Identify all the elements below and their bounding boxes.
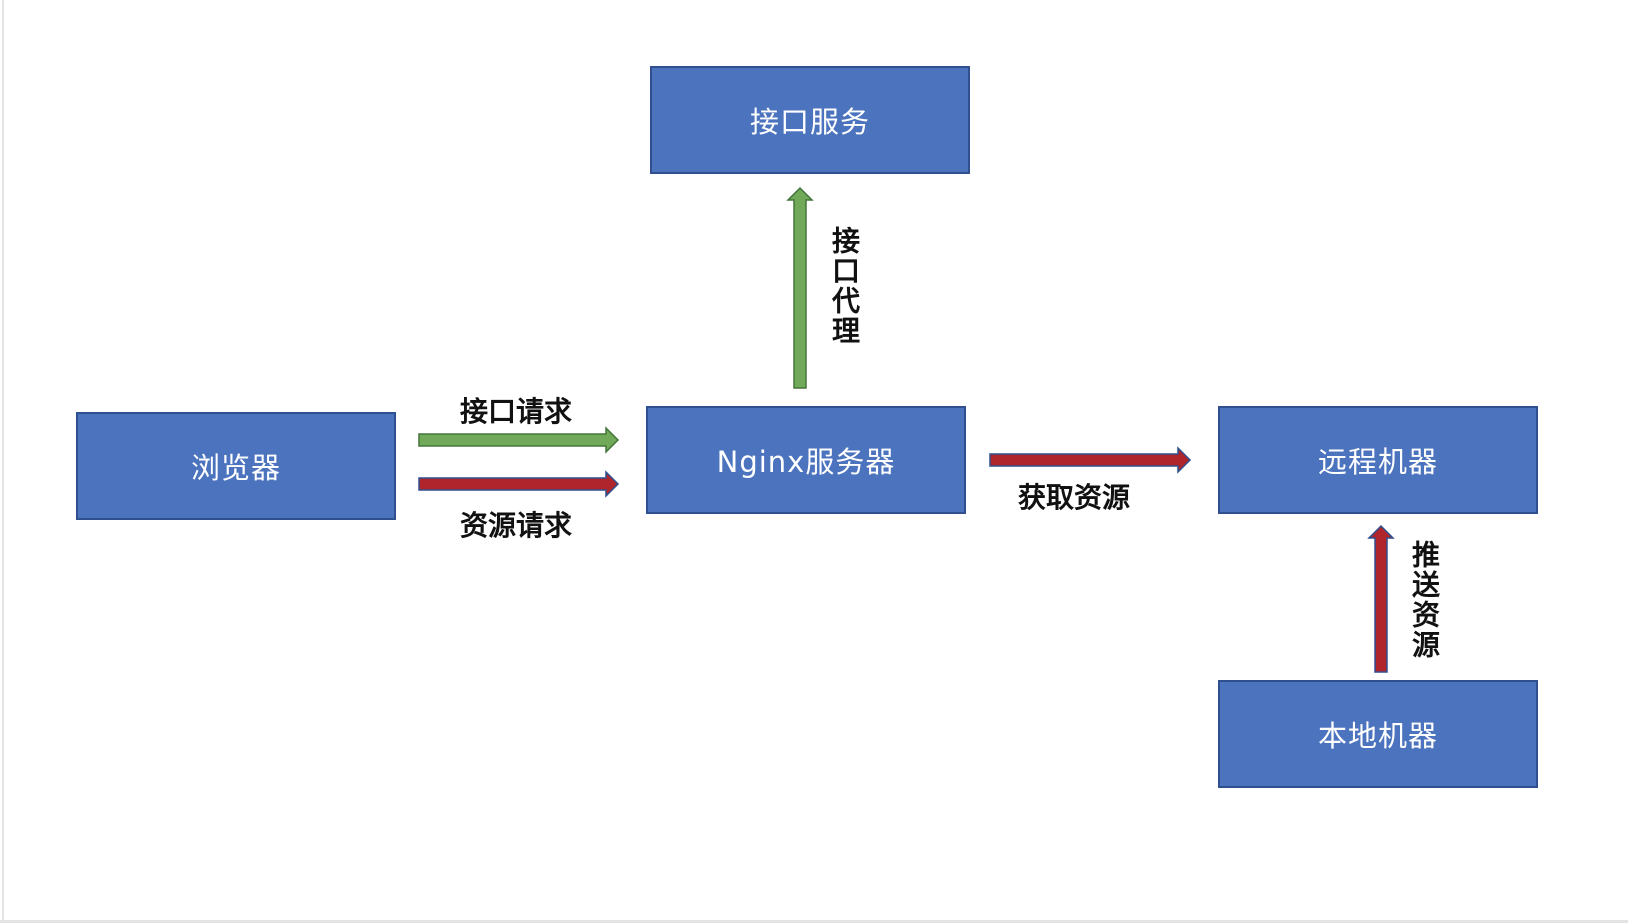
fetch-resource-label: 获取资源 [1018,481,1131,514]
api-request-arrow [418,426,620,454]
api-request-label: 接口请求 [460,395,573,428]
browser-node: 浏览器 [76,412,396,520]
nginx-server-node: Nginx服务器 [646,406,966,514]
local-machine-label: 本地机器 [1317,719,1438,753]
api-service-node: 接口服务 [650,66,970,174]
remote-machine-node: 远程机器 [1218,406,1538,514]
push-resource-arrow [1367,524,1395,673]
api-service-label: 接口服务 [749,105,870,139]
fetch-resource-arrow [989,446,1192,474]
remote-machine-label: 远程机器 [1317,445,1438,479]
api-proxy-label: 接口代理 [828,226,861,346]
resource-request-label: 资源请求 [460,509,573,542]
push-resource-label: 推送资源 [1408,540,1441,660]
frame-left-edge [2,0,4,920]
resource-request-arrow [418,470,620,498]
local-machine-node: 本地机器 [1218,680,1538,788]
nginx-server-label: Nginx服务器 [716,445,896,479]
api-proxy-arrow [786,186,814,389]
browser-label: 浏览器 [190,451,281,485]
